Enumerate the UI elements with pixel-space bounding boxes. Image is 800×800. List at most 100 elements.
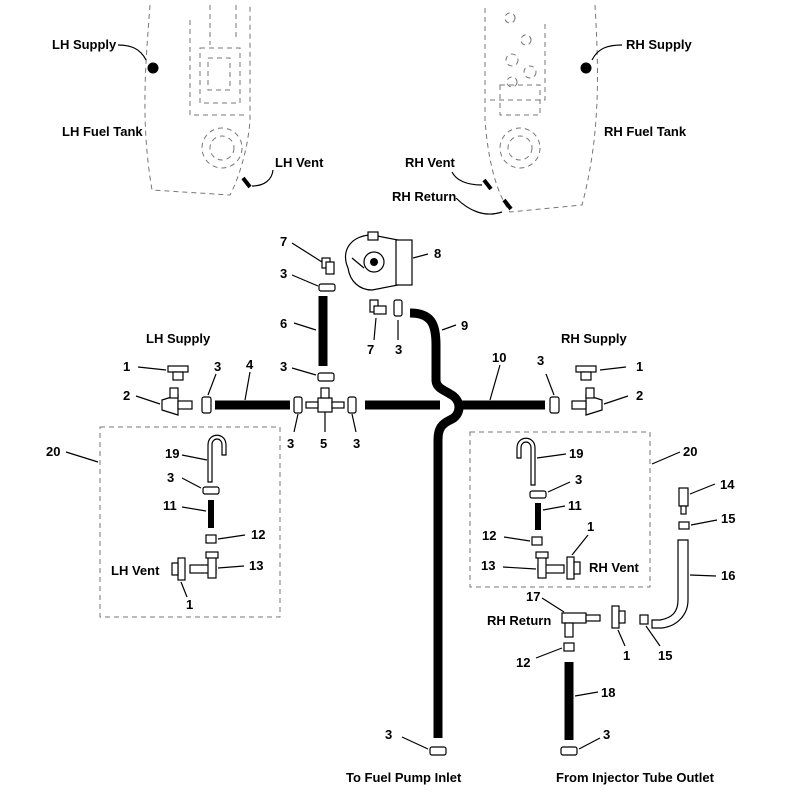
callout-5: 5 xyxy=(320,436,327,451)
hose-clamp-3-injector xyxy=(560,746,578,756)
from-injector-label: From Injector Tube Outlet xyxy=(556,770,715,785)
lh-supply-top-label: LH Supply xyxy=(52,37,117,52)
rh-supply-mid-label: RH Supply xyxy=(561,331,627,346)
callout-1-rh-vent: 1 xyxy=(587,519,594,534)
lh-vent-box-label: LH Vent xyxy=(111,563,160,578)
lh-fuel-tank-label: LH Fuel Tank xyxy=(62,124,143,139)
to-fuel-pump-label: To Fuel Pump Inlet xyxy=(346,770,462,785)
callout-3-injector: 3 xyxy=(603,727,610,742)
callout-4: 4 xyxy=(246,357,254,372)
clip-12-lh xyxy=(205,534,217,544)
callout-1-return: 1 xyxy=(623,648,630,663)
hose-clamp-3-pump xyxy=(429,746,447,756)
callout-12-rh: 12 xyxy=(482,528,496,543)
callout-7-top: 7 xyxy=(280,234,287,249)
callout-3-lh-vent: 3 xyxy=(167,470,174,485)
vent-elbow-13-lh xyxy=(189,551,219,579)
elbow-fitting-7-lower xyxy=(369,299,387,315)
callout-15-lower: 15 xyxy=(658,648,672,663)
tee-fitting-5 xyxy=(305,387,345,413)
lh-supply-mid-label: LH Supply xyxy=(146,331,211,346)
callout-13-rh: 13 xyxy=(481,558,495,573)
hose-clamp-3-tee-top xyxy=(317,372,335,382)
hose-9 xyxy=(409,308,464,738)
callout-3-tee-right: 3 xyxy=(353,436,360,451)
callout-7-lower: 7 xyxy=(367,342,374,357)
rh-fuel-tank-outline xyxy=(484,4,598,213)
callout-3-rh-supply: 3 xyxy=(537,353,544,368)
fitting-14 xyxy=(678,487,689,515)
lh-vent-kit-box-20 xyxy=(99,426,281,618)
lh-fuel-tank-outline xyxy=(144,4,251,196)
callout-11-lh: 11 xyxy=(163,498,177,513)
callout-15-upper: 15 xyxy=(721,511,735,526)
hose-clamp-3-valve xyxy=(393,299,403,317)
rh-fuel-tank-label: RH Fuel Tank xyxy=(604,124,687,139)
shutoff-valve-2-rh xyxy=(571,387,603,416)
hose-clamp-3-lh-vent xyxy=(202,486,220,495)
callout-10: 10 xyxy=(492,350,506,365)
callout-3-valve: 3 xyxy=(395,342,402,357)
rh-vent-port xyxy=(482,178,493,191)
callout-17: 17 xyxy=(526,589,540,604)
lh-vent-top-label: LH Vent xyxy=(275,155,324,170)
vent-elbow-13-rh xyxy=(535,551,565,579)
callout-20-rh: 20 xyxy=(683,444,697,459)
fuel-valve-part-8 xyxy=(344,231,413,291)
rh-vent-box-label: RH Vent xyxy=(589,560,640,575)
rh-vent-kit-box-20 xyxy=(469,431,651,588)
vent-tube-19-lh xyxy=(207,434,227,483)
rh-supply-port-dot xyxy=(580,62,592,74)
callout-1-rh-supply: 1 xyxy=(636,359,643,374)
callout-18: 18 xyxy=(601,685,615,700)
callout-2-lh: 2 xyxy=(123,388,130,403)
clip-15-lower xyxy=(639,614,649,625)
callout-3-rh-vent: 3 xyxy=(575,472,582,487)
elbow-fitting-7-top xyxy=(321,257,335,275)
vent-cap-1-rh xyxy=(566,556,581,580)
rh-return-top-label: RH Return xyxy=(392,189,456,204)
rh-return-port xyxy=(502,198,513,211)
callout-8: 8 xyxy=(434,246,441,261)
callout-3-pump: 3 xyxy=(385,727,392,742)
callout-9: 9 xyxy=(461,318,468,333)
hose-clamp-3-rh-supply xyxy=(549,396,560,414)
callout-20-lh: 20 xyxy=(46,444,60,459)
cap-fitting-1-rh-supply xyxy=(575,365,597,381)
rh-vent-top-label: RH Vent xyxy=(405,155,456,170)
return-tube-16 xyxy=(651,539,689,629)
clip-12-rh xyxy=(531,536,543,546)
callout-3-upper: 3 xyxy=(280,266,287,281)
cap-fitting-1-lh-supply xyxy=(167,365,189,381)
hose-clamp-3-rh-vent xyxy=(529,490,547,499)
clip-12-return xyxy=(563,642,575,652)
return-cap-1 xyxy=(611,605,626,629)
callout-1-lh-vent: 1 xyxy=(186,597,193,612)
lh-supply-port-dot xyxy=(147,62,159,74)
callout-19-lh: 19 xyxy=(165,446,179,461)
callout-14: 14 xyxy=(720,477,735,492)
rh-supply-top-label: RH Supply xyxy=(626,37,692,52)
callout-16: 16 xyxy=(721,568,735,583)
clip-15-upper xyxy=(678,521,690,530)
hose-clamp-3-upper xyxy=(318,283,336,292)
callout-3-tee-top: 3 xyxy=(280,359,287,374)
callout-19-rh: 19 xyxy=(569,446,583,461)
lh-vent-port xyxy=(241,176,252,189)
callout-2-rh: 2 xyxy=(636,388,643,403)
hose-clamp-3-tee-right xyxy=(347,396,357,414)
callout-6: 6 xyxy=(280,316,287,331)
hose-clamp-3-lh-supply xyxy=(201,396,212,414)
callout-11-rh: 11 xyxy=(568,498,582,513)
callout-3-tee-left: 3 xyxy=(287,436,294,451)
vent-cap-1-lh xyxy=(171,557,186,581)
return-elbow-17 xyxy=(561,612,601,638)
callout-3-lh-supply: 3 xyxy=(214,359,221,374)
callout-1-lh-supply: 1 xyxy=(123,359,130,374)
hose-clamp-3-tee-left xyxy=(293,396,303,414)
vent-tube-19-rh xyxy=(516,437,536,486)
rh-return-low-label: RH Return xyxy=(487,613,551,628)
callout-12-lh: 12 xyxy=(251,527,265,542)
shutoff-valve-2-lh xyxy=(161,387,193,416)
